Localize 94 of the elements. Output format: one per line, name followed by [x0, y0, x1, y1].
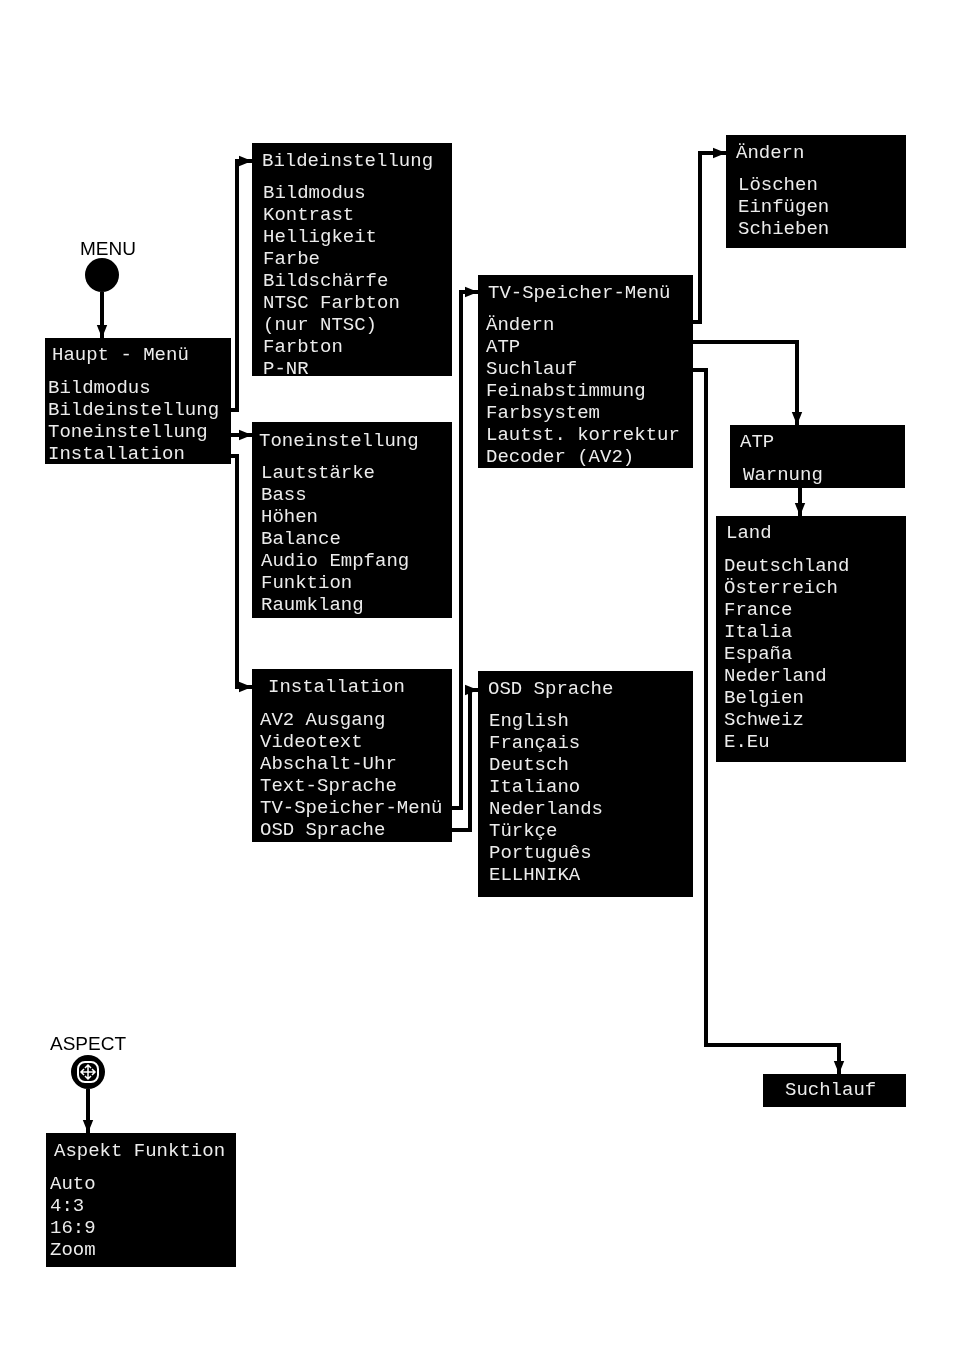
- menu-panel: [478, 275, 693, 468]
- menu-item: Österreich: [724, 577, 839, 599]
- round-button-icon: [85, 258, 119, 292]
- menu-item: P-NR: [263, 358, 309, 380]
- button-label: MENU: [80, 238, 136, 260]
- menu-item: 4:3: [50, 1195, 85, 1217]
- menu-item: Bass: [261, 484, 307, 506]
- connector-arrow: [794, 488, 806, 516]
- menu-item: OSD Sprache: [260, 819, 386, 841]
- connector-arrow: [693, 368, 845, 1074]
- menu-item: 16:9: [50, 1217, 96, 1239]
- menu-item: Auto: [50, 1173, 96, 1195]
- menu-item: Zoom: [50, 1239, 96, 1261]
- menu-title: Ändern: [736, 142, 805, 164]
- menu-item: ATP: [486, 336, 521, 358]
- menu-item: Ändern: [486, 314, 555, 336]
- menu-item: AV2 Ausgang: [260, 709, 386, 731]
- menu-item: Funktion: [261, 572, 353, 594]
- menu-item: Schweiz: [724, 709, 804, 731]
- menu-item: Lautstärke: [261, 462, 376, 484]
- menu-item: Bildmodus: [48, 377, 151, 399]
- menu-item: Deutschland: [724, 555, 850, 577]
- menu-panel: [763, 1074, 906, 1107]
- menu-item: Raumklang: [261, 594, 364, 616]
- connector-arrow: [231, 429, 252, 441]
- connector-arrow: [231, 454, 252, 693]
- menu-item: Text-Sprache: [260, 775, 397, 797]
- menu-item: Installation: [48, 443, 185, 465]
- menu-item: E.Eu: [724, 731, 770, 753]
- menu-title: TV-Speicher-Menü: [488, 282, 671, 304]
- menu-item: France: [724, 599, 793, 621]
- menu-title: Land: [726, 522, 772, 544]
- menu-item: TV-Speicher-Menü: [260, 797, 443, 819]
- menu-item: Einfügen: [738, 196, 830, 218]
- menu-item: Abschalt-Uhr: [260, 753, 397, 775]
- menu-title: Haupt - Menü: [52, 344, 189, 366]
- menu-item: Toneinstellung: [48, 421, 208, 443]
- menu-item: NTSC Farbton (nur NTSC): [263, 292, 401, 336]
- menu-item: Warnung: [743, 464, 823, 486]
- menu-item: Türkçe: [489, 820, 558, 842]
- connector-arrow: [693, 340, 803, 425]
- menu-item: Decoder (AV2): [486, 446, 635, 468]
- connector-arrow: [452, 286, 478, 810]
- menu-panel: [252, 422, 452, 618]
- menu-item: Français: [489, 732, 581, 754]
- menu-title: ATP: [740, 431, 775, 453]
- menu-panel: [46, 1133, 236, 1267]
- menu-item: Videotext: [260, 731, 363, 753]
- menu-title: Aspekt Funktion: [54, 1140, 226, 1162]
- menu-title: Suchlauf: [785, 1079, 877, 1101]
- menu-panel: [726, 135, 906, 248]
- connector-arrow: [231, 155, 252, 412]
- menu-item: Italia: [724, 621, 793, 643]
- menu-item: Schieben: [738, 218, 830, 240]
- menu-item: Bildmodus: [263, 182, 366, 204]
- menu-panel: [45, 338, 231, 464]
- menu-title: OSD Sprache: [488, 678, 614, 700]
- menu-item: English: [489, 710, 569, 732]
- menu-panel: [730, 425, 905, 488]
- menu-title: Installation: [268, 676, 405, 698]
- menu-item: Audio Empfang: [261, 550, 410, 572]
- menu-item: Farbsystem: [486, 402, 601, 424]
- menu-item: España: [724, 643, 793, 665]
- menu-item: Bildschärfe: [263, 270, 389, 292]
- menu-item: Deutsch: [489, 754, 569, 776]
- menu-item: Nederlands: [489, 798, 604, 820]
- menu-item: Löschen: [738, 174, 818, 196]
- connector-arrow: [96, 292, 108, 338]
- button-label: ASPECT: [50, 1033, 127, 1055]
- menu-item: Höhen: [261, 506, 318, 528]
- connector-arrow: [693, 147, 726, 324]
- menu-panel: [478, 671, 693, 897]
- menu-item: Kontrast: [263, 204, 355, 226]
- menu-panel: [252, 669, 452, 842]
- connector-arrow: [452, 684, 478, 832]
- menu-item: Nederland: [724, 665, 827, 687]
- menu-item: Farbe: [263, 248, 320, 270]
- menu-title: Bildeinstellung: [262, 150, 434, 172]
- menu-item: Italiano: [489, 776, 581, 798]
- menu-item: Farbton: [263, 336, 343, 358]
- four-way-arrow-button-icon: [71, 1055, 105, 1089]
- connector-arrow: [82, 1089, 94, 1133]
- menu-item: Balance: [261, 528, 341, 550]
- menu-item: Português: [489, 842, 592, 864]
- menu-item: ELLHNIKA: [489, 864, 581, 886]
- menu-item: Lautst. korrektur: [486, 424, 680, 446]
- menu-item: Feinabstimmung: [486, 380, 646, 402]
- menu-item: Bildeinstellung: [48, 399, 220, 421]
- menu-panel: [252, 143, 452, 376]
- menu-item: Suchlauf: [486, 358, 578, 380]
- menu-panel: [716, 516, 906, 762]
- menu-item: Helligkeit: [263, 226, 378, 248]
- menu-title: Toneinstellung: [259, 430, 419, 452]
- menu-item: Belgien: [724, 687, 804, 709]
